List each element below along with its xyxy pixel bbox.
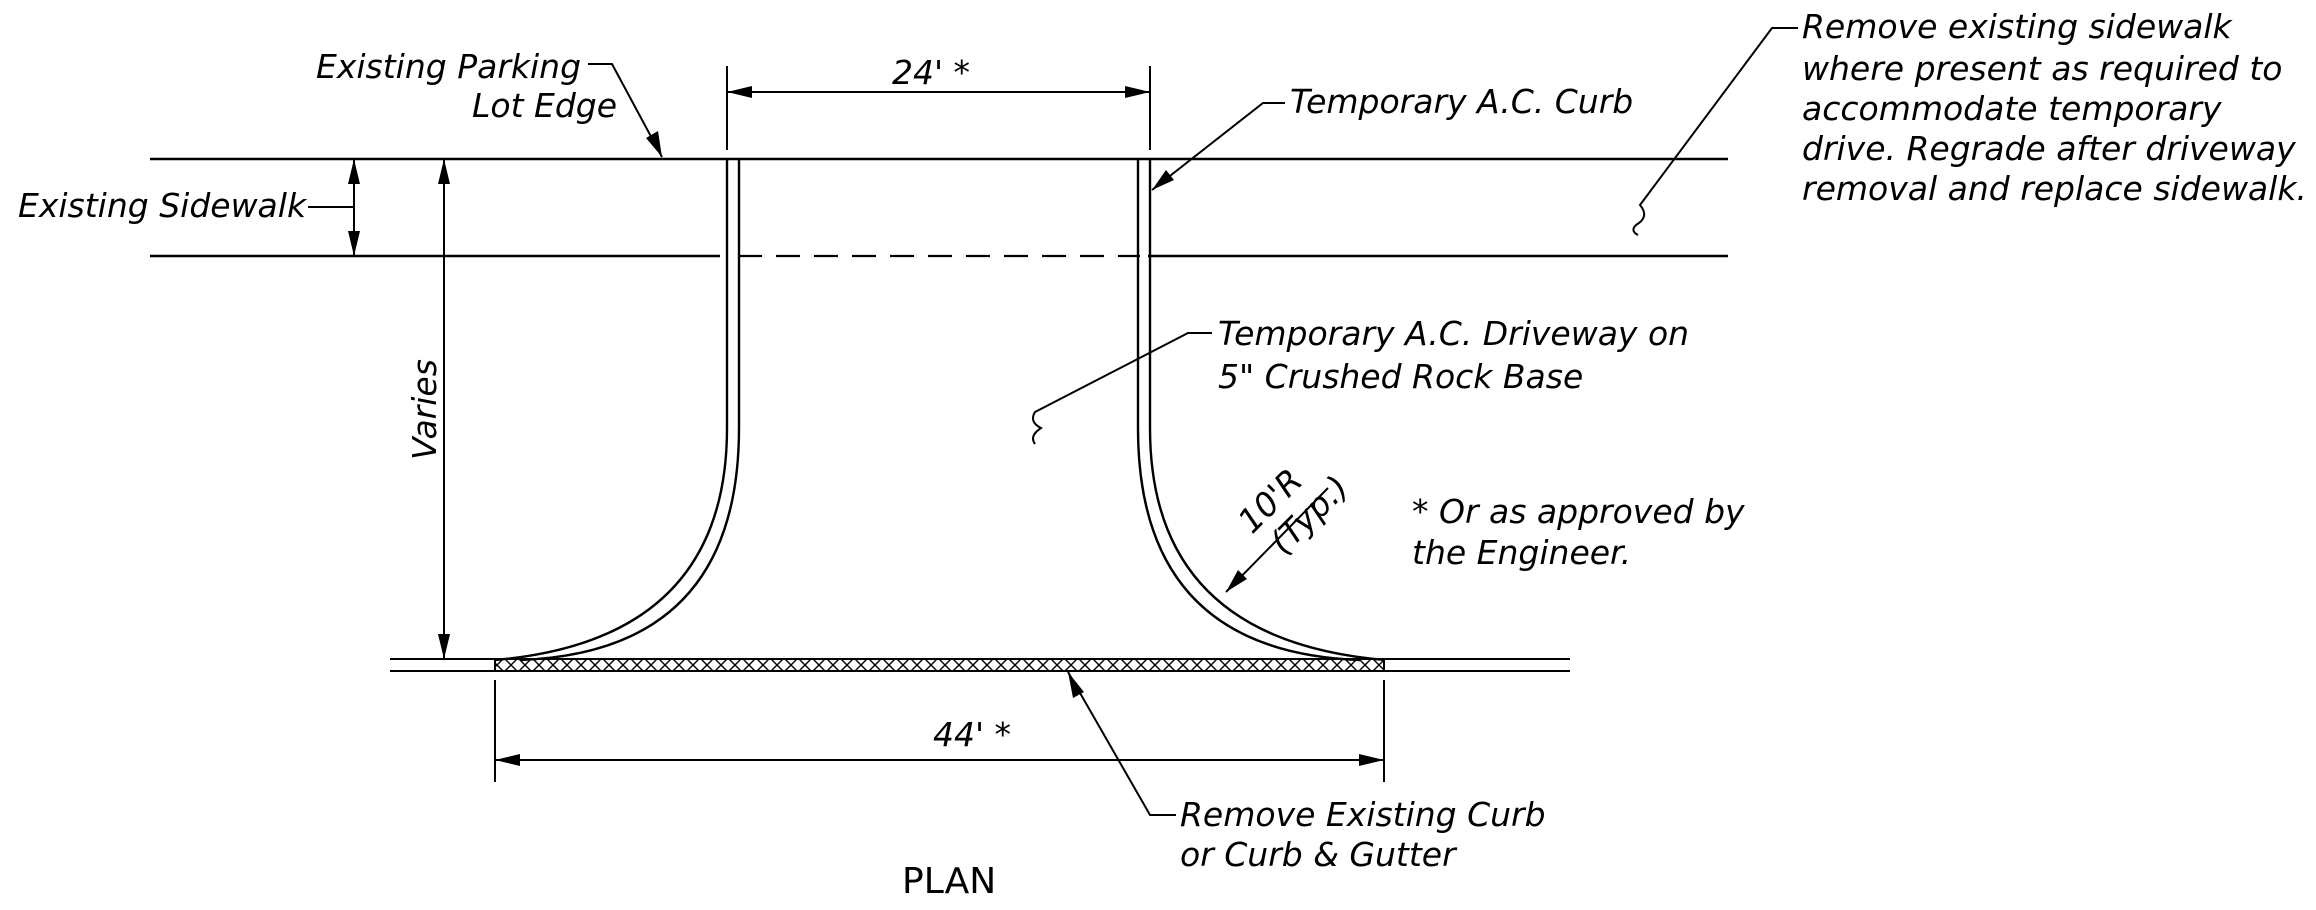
remove-curb-leader: [1067, 671, 1176, 816]
sidewalk-dim-arrow-top: [348, 159, 360, 184]
parking-edge-label-line1: Existing Parking: [316, 47, 581, 86]
existing-sidewalk-label: Existing Sidewalk: [18, 186, 308, 225]
dim-bottom-arrow-right: [1359, 754, 1384, 766]
left-curb-outer: [494, 159, 729, 662]
right-curb-inner: [1136, 159, 1361, 662]
parking-edge-leader: [588, 63, 663, 158]
radius-arrow: [1226, 570, 1247, 592]
dim-top-arrow-left: [727, 86, 752, 98]
remove-sidewalk-note-line3: accommodate temporary: [1802, 89, 2222, 128]
remove-curb-label-line2: or Curb & Gutter: [1180, 835, 1458, 874]
remove-sidewalk-note-line4: drive. Regrade after driveway: [1802, 129, 2296, 168]
right-curb-outer: [1148, 159, 1386, 662]
radius-leader: [1225, 487, 1329, 593]
remove-sidewalk-note-line1: Remove existing sidewalk: [1802, 7, 2234, 46]
varies-arrow-top: [438, 159, 450, 184]
parking-edge-label-line2: Lot Edge: [472, 86, 617, 125]
driveway-label-line2: 5" Crushed Rock Base: [1218, 357, 1583, 396]
remove-sidewalk-leader: [1632, 27, 1798, 236]
remove-sidewalk-note-line2: where present as required to: [1802, 49, 2282, 88]
approval-note-line2: the Engineer.: [1412, 533, 1631, 572]
remove-curb-arrow: [1068, 672, 1084, 698]
dim-top-label: 24' *: [892, 53, 970, 92]
sidewalk-dim-arrow-bottom: [348, 231, 360, 256]
dim-bottom-label: 44' *: [933, 715, 1011, 754]
driveway-label-line1: Temporary A.C. Driveway on: [1218, 314, 1689, 353]
remove-sidewalk-note-line5: removal and replace sidewalk.: [1802, 169, 2307, 208]
dim-top-arrow-right: [1125, 86, 1150, 98]
parking-edge-arrow: [646, 131, 662, 157]
approval-note-line1: * Or as approved by: [1412, 492, 1745, 531]
ac-curb-label: Temporary A.C. Curb: [1290, 82, 1633, 121]
remove-curb-label-line1: Remove Existing Curb: [1180, 795, 1546, 834]
left-curb-inner: [519, 159, 741, 662]
ac-curb-leader: [1151, 102, 1285, 191]
plan-title: PLAN: [902, 861, 996, 902]
varies-label: Varies: [405, 359, 444, 460]
curb-removal-area: [494, 658, 1385, 672]
ac-curb-arrow: [1152, 170, 1174, 190]
varies-arrow-bottom: [438, 634, 450, 659]
dim-bottom-arrow-left: [495, 754, 520, 766]
driveway-leader: [1032, 332, 1212, 445]
